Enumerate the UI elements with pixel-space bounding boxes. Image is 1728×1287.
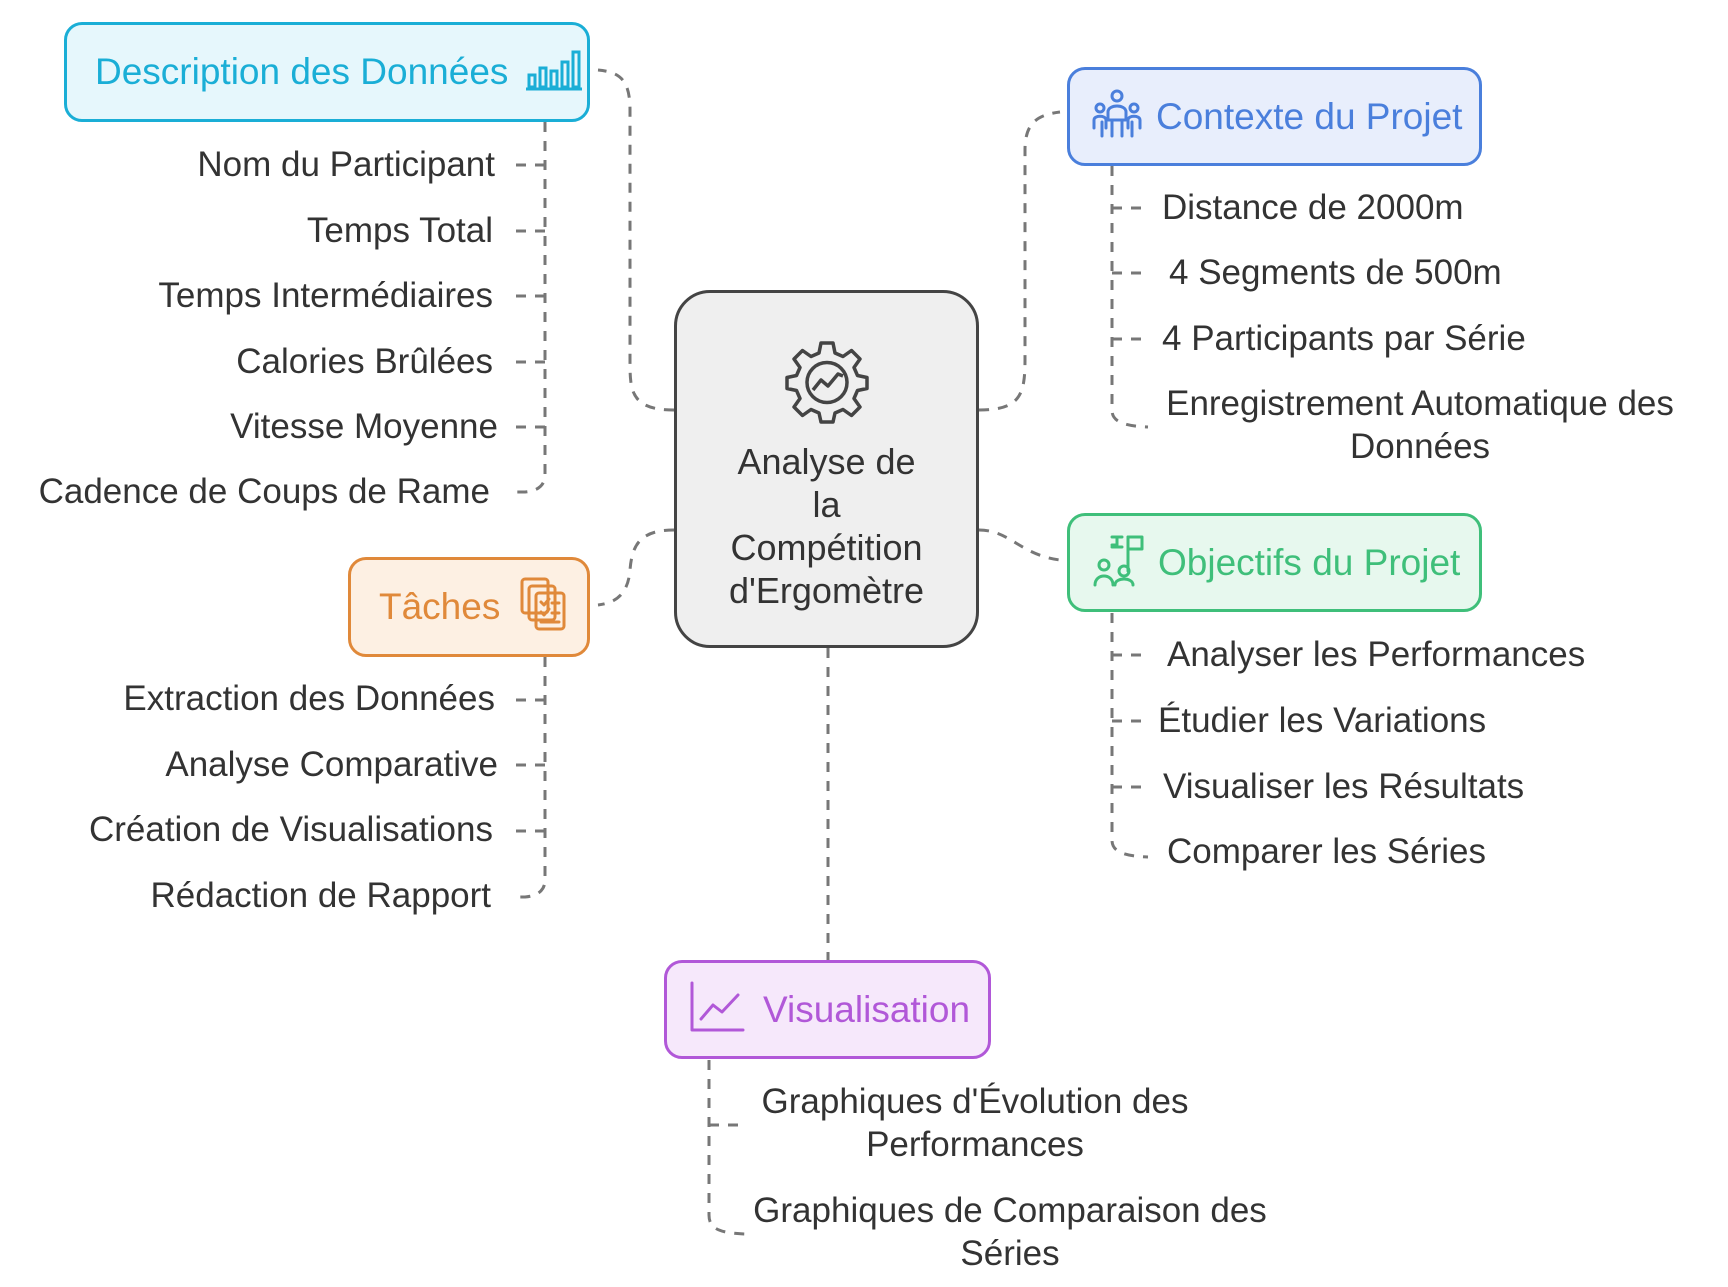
list-item-line: Séries	[960, 1234, 1060, 1273]
connector-central-objectives	[978, 528, 1061, 562]
trunk-visualisation	[707, 1060, 746, 1236]
branch-title: Visualisation	[763, 988, 971, 1030]
connector-central-data	[597, 68, 675, 412]
list-item: Nom du Participant	[197, 145, 495, 184]
list-item: Analyser les Performances	[1167, 635, 1586, 674]
branch-title: Tâches	[379, 586, 501, 627]
list-item: Distance de 2000m	[1162, 188, 1464, 227]
list-item-line: Données	[1349, 427, 1491, 466]
trunk-objectives	[1110, 613, 1149, 859]
team-people-icon	[1092, 88, 1142, 145]
list-item: Visualiser les Résultats	[1163, 767, 1525, 806]
trunk-context	[1110, 166, 1149, 429]
list-item: Graphiques de Comparaison des Séries	[735, 1189, 1285, 1275]
central-node: Analyse de la Compétition d'Ergomètre	[674, 290, 979, 648]
branch-title: Description des Données	[95, 51, 509, 92]
list-item: Temps Total	[306, 211, 493, 250]
trunk-data	[512, 122, 547, 494]
trunk-tasks	[512, 657, 547, 899]
list-item: Comparer les Séries	[1167, 832, 1486, 871]
branch-title: Contexte du Projet	[1156, 95, 1463, 137]
central-title-line: d'Ergomètre	[729, 570, 924, 611]
list-item-line: Graphiques de Comparaison des	[753, 1191, 1267, 1230]
list-item: Temps Intermédiaires	[158, 276, 493, 315]
branch-tasks: Tâches	[348, 557, 590, 657]
central-title-line: la	[812, 484, 841, 525]
line-chart-icon	[689, 981, 745, 1038]
connector-central-context	[978, 110, 1061, 412]
list-item: Enregistrement Automatique des Données	[1160, 382, 1680, 468]
connector-central-tasks	[597, 528, 675, 607]
central-title-line: Compétition	[730, 527, 923, 568]
checklist-documents-icon	[520, 577, 568, 638]
list-item: Calories Brûlées	[236, 342, 493, 381]
list-item: Extraction des Données	[123, 679, 495, 718]
list-item-line: Performances	[866, 1125, 1084, 1164]
branch-data-description: Description des Données	[64, 22, 590, 122]
gear-chart-icon	[677, 337, 976, 432]
list-item: Cadence de Coups de Rame	[38, 472, 490, 511]
branch-context: Contexte du Projet	[1067, 67, 1482, 166]
branch-title: Objectifs du Projet	[1158, 541, 1461, 583]
list-item: Analyse Comparative	[165, 745, 498, 784]
central-title: Analyse de la Compétition d'Ergomètre	[677, 440, 976, 612]
goal-flag-people-icon	[1092, 533, 1144, 592]
central-title-line: Analyse de	[737, 441, 916, 482]
list-item: Rédaction de Rapport	[150, 876, 492, 915]
list-item-line: Enregistrement Automatique des	[1166, 384, 1674, 423]
branch-visualisation: Visualisation	[664, 960, 991, 1059]
list-item: 4 Participants par Série	[1162, 319, 1526, 358]
list-item: Étudier les Variations	[1158, 701, 1487, 740]
list-item: 4 Segments de 500m	[1169, 253, 1502, 292]
branch-objectives: Objectifs du Projet	[1067, 513, 1482, 612]
list-item: Création de Visualisations	[88, 810, 493, 849]
list-item: Vitesse Moyenne	[230, 407, 498, 446]
list-item: Graphiques d'Évolution des Performances	[735, 1080, 1215, 1166]
list-item-line: Graphiques d'Évolution des	[761, 1082, 1189, 1121]
bar-chart-icon	[526, 49, 583, 96]
